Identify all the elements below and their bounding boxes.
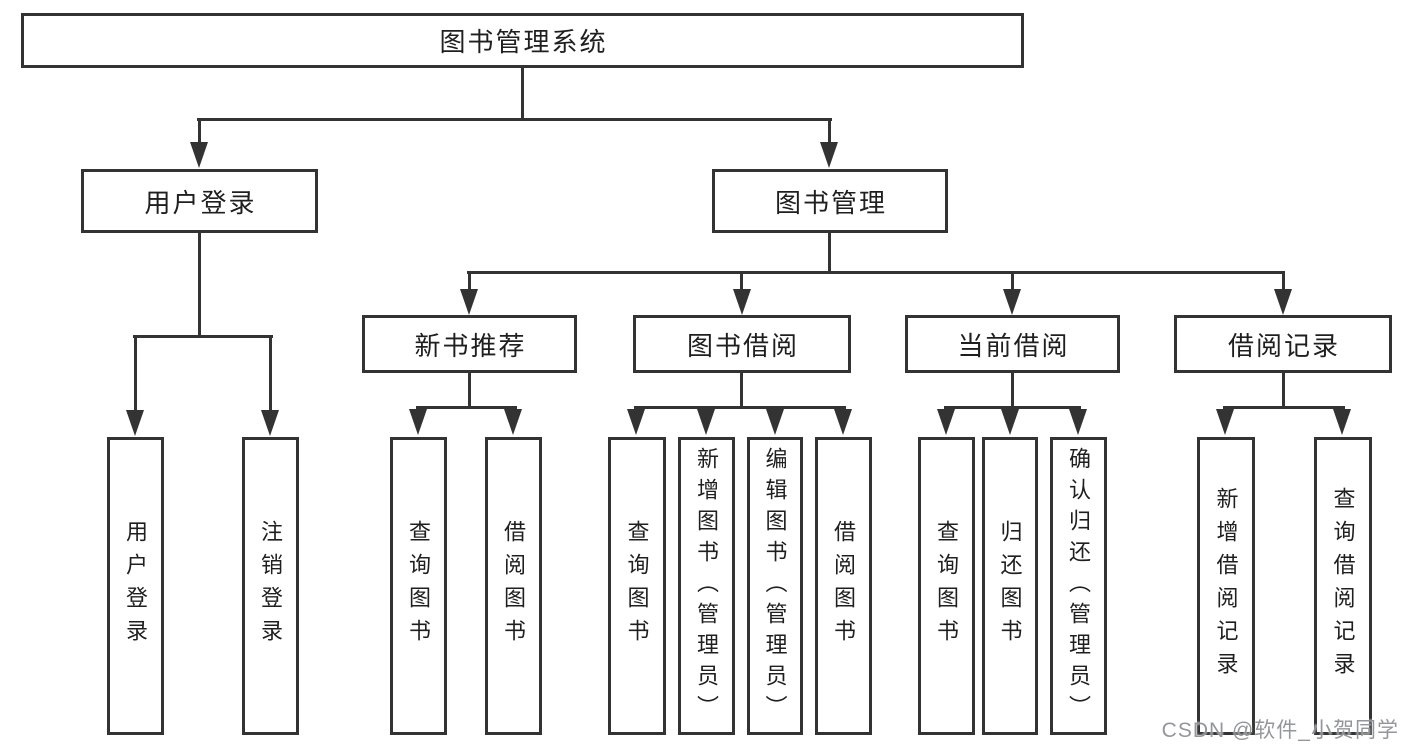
- leaf-query-books-borrow: 查询图书: [608, 437, 666, 735]
- connector-line: [740, 273, 743, 290]
- connector-line: [468, 373, 471, 408]
- node-book-management: 图书管理: [712, 169, 948, 233]
- leaf-query-books-recommend-label: 查询图书: [406, 520, 431, 652]
- leaf-edit-book-admin: 编辑图书（管理员）: [747, 437, 803, 735]
- leaf-query-books-current: 查询图书: [918, 437, 975, 735]
- leaf-query-borrow-record-label: 查询借阅记录: [1330, 487, 1356, 685]
- arrow-down-icon: [937, 409, 955, 435]
- leaf-return-book: 归还图书: [982, 437, 1038, 735]
- leaf-confirm-return-admin: 确认归还（管理员）: [1050, 437, 1107, 735]
- connector-line: [740, 373, 743, 408]
- connector-line: [468, 273, 471, 290]
- node-current-borrowing-label: 当前借阅: [957, 330, 1070, 361]
- connector-line: [1282, 273, 1285, 290]
- node-borrowing-records: 借阅记录: [1174, 315, 1392, 373]
- leaf-borrow-books: 借阅图书: [815, 437, 872, 735]
- arrow-down-icon: [1069, 409, 1087, 435]
- arrow-down-icon: [1216, 409, 1234, 435]
- arrow-down-icon: [697, 409, 715, 435]
- connector-line: [828, 120, 831, 144]
- connector-line: [134, 337, 137, 411]
- node-root: 图书管理系统: [21, 13, 1024, 68]
- leaf-query-books-current-label: 查询图书: [934, 520, 959, 652]
- node-user-login: 用户登录: [81, 169, 318, 233]
- node-book-management-label: 图书管理: [774, 187, 887, 218]
- arrow-down-icon: [409, 409, 427, 435]
- connector-line: [521, 68, 524, 120]
- connector-line: [198, 233, 201, 337]
- leaf-user-login-label: 用户登录: [123, 520, 148, 652]
- connector-line: [1011, 273, 1014, 290]
- arrow-down-icon: [504, 409, 522, 435]
- leaf-borrow-books-recommend-label: 借阅图书: [501, 520, 526, 652]
- connector-line: [1223, 406, 1345, 409]
- connector-line: [416, 406, 517, 409]
- node-book-borrowing: 图书借阅: [633, 315, 851, 373]
- arrow-down-icon: [733, 289, 751, 315]
- arrow-down-icon: [1274, 289, 1292, 315]
- arrow-down-icon: [126, 410, 144, 436]
- connector-line: [828, 233, 831, 273]
- node-book-borrowing-label: 图书借阅: [686, 330, 799, 361]
- arrow-down-icon: [1001, 409, 1019, 435]
- node-borrowing-records-label: 借阅记录: [1227, 330, 1340, 361]
- leaf-logout-label: 注销登录: [258, 520, 283, 652]
- leaf-logout: 注销登录: [242, 437, 299, 735]
- leaf-add-book-admin-label: 新增图书（管理员）: [694, 446, 719, 726]
- connector-line: [634, 406, 846, 409]
- leaf-edit-book-admin-label: 编辑图书（管理员）: [762, 446, 788, 726]
- watermark: CSDN @软件_小贺同学: [1161, 719, 1399, 742]
- leaf-confirm-return-admin-label: 确认归还（管理员）: [1066, 446, 1091, 726]
- connector-line: [198, 120, 201, 144]
- leaf-borrow-books-recommend: 借阅图书: [485, 437, 542, 735]
- connector-line: [1282, 373, 1285, 408]
- node-root-label: 图书管理系统: [439, 27, 608, 57]
- connector-line: [269, 337, 272, 411]
- leaf-query-books-borrow-label: 查询图书: [624, 520, 650, 652]
- leaf-add-borrow-record-label: 新增借阅记录: [1213, 487, 1239, 685]
- arrow-down-icon: [1003, 289, 1021, 315]
- arrow-down-icon: [190, 142, 208, 168]
- leaf-add-borrow-record: 新增借阅记录: [1197, 437, 1255, 735]
- leaf-borrow-books-label: 借阅图书: [831, 520, 856, 652]
- arrow-down-icon: [766, 409, 784, 435]
- leaf-return-book-label: 归还图书: [997, 520, 1023, 652]
- arrow-down-icon: [1333, 409, 1351, 435]
- connector-line: [944, 406, 1081, 409]
- connector-line: [133, 335, 273, 338]
- node-user-login-label: 用户登录: [144, 187, 257, 218]
- node-new-book-recommend-label: 新书推荐: [414, 330, 527, 361]
- arrow-down-icon: [834, 409, 852, 435]
- connector-line: [467, 271, 1285, 274]
- leaf-user-login: 用户登录: [107, 437, 164, 735]
- arrow-down-icon: [627, 409, 645, 435]
- node-new-book-recommend: 新书推荐: [362, 315, 577, 373]
- leaf-query-books-recommend: 查询图书: [390, 437, 447, 735]
- arrow-down-icon: [820, 142, 838, 168]
- arrow-down-icon: [261, 410, 279, 436]
- arrow-down-icon: [460, 289, 478, 315]
- connector-line: [197, 118, 832, 121]
- connector-line: [1011, 373, 1014, 408]
- node-current-borrowing: 当前借阅: [905, 315, 1120, 373]
- leaf-query-borrow-record: 查询借阅记录: [1314, 437, 1372, 735]
- leaf-add-book-admin: 新增图书（管理员）: [678, 437, 735, 735]
